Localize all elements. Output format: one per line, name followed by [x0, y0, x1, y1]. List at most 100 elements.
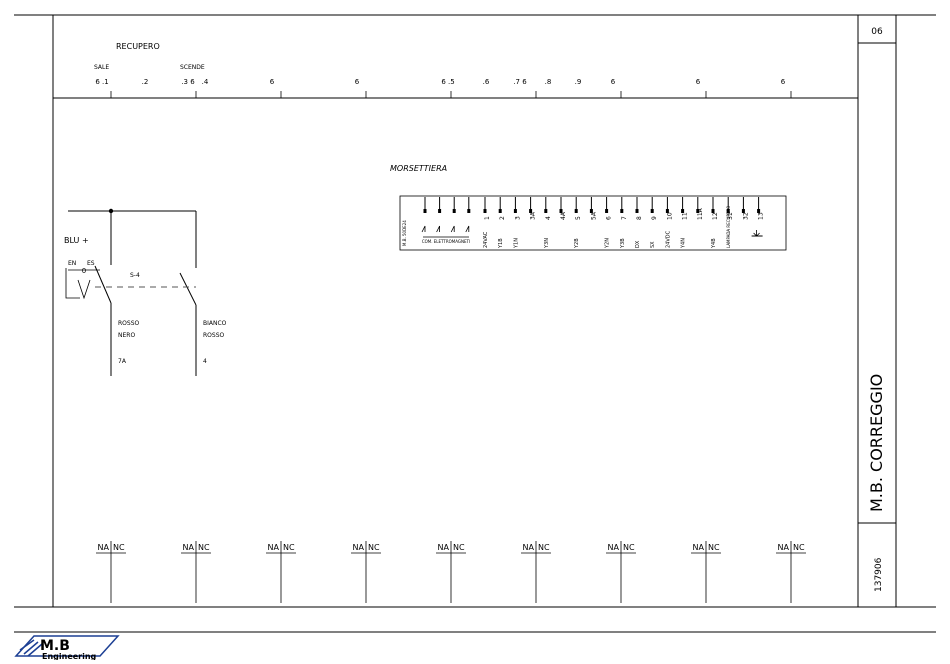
terminal-function: Y1B [498, 238, 504, 249]
recupero-label: RECUPERO [116, 42, 160, 51]
common-terminal-head [452, 209, 456, 213]
logo-brand: M.B [40, 638, 70, 654]
contact-na-label: NA [523, 543, 535, 552]
contact-nc-label: NC [113, 543, 125, 552]
supply-label: BLU + [64, 236, 89, 245]
header-column-label: .4 [202, 78, 209, 86]
contact1-color2: NERO [118, 332, 135, 339]
contact2-color2: ROSSO [203, 332, 225, 339]
common-terminal-symbol [450, 225, 455, 233]
header-column-label: .7 6 [513, 78, 527, 86]
logo-stripe-1 [19, 639, 35, 651]
terminal-block-side-label: M.B. 50DE24 [402, 220, 407, 246]
terminal-head [574, 209, 578, 213]
selector-actuator [77, 279, 91, 300]
terminal-function: SX [650, 241, 656, 248]
selector-bracket [65, 268, 80, 299]
terminal-head [681, 209, 685, 213]
terminal-head [498, 209, 502, 213]
header-column-label: 6 [270, 78, 275, 86]
terminal-head [726, 209, 730, 213]
header-column-label: .3 6 [181, 78, 195, 86]
header-column-label: .9 [575, 78, 582, 86]
terminal-function: Y1N [513, 238, 519, 249]
switch-blade-1 [94, 265, 112, 304]
switch-ref: S-4 [130, 272, 140, 279]
contact1-ref: 7A [118, 358, 127, 365]
scende-label: SCENDE [180, 64, 205, 71]
contact-nc-label: NC [623, 543, 635, 552]
contact-na-label: NA [778, 543, 790, 552]
terminal-function: 24VAC [483, 231, 489, 248]
terminal-number: 12 [712, 212, 719, 220]
contact-nc-label: NC [793, 543, 805, 552]
contact-nc-label: NC [708, 543, 720, 552]
contact2-ref: 4 [203, 358, 207, 365]
terminal-function: Y3B [620, 238, 626, 249]
terminal-head [635, 209, 639, 213]
terminal-function: 24VDC [665, 230, 671, 248]
switch-blade-2 [179, 272, 197, 306]
mb-engineering-logo: M.B Engineering [14, 635, 120, 661]
contact-nc-label: NC [283, 543, 295, 552]
terminal-number: 6 [606, 216, 613, 220]
terminal-number: 1 [484, 216, 491, 220]
contact-na-label: NA [608, 543, 620, 552]
contact-na-label: NA [438, 543, 450, 552]
header-column-label: 6 [355, 78, 360, 86]
terminal-number: 13 [758, 212, 765, 220]
terminal-head [650, 209, 654, 213]
selector-zero-label: 0 [82, 267, 86, 275]
common-terminal-head [467, 209, 471, 213]
selector-right-label: ES [87, 260, 95, 267]
terminal-head [513, 209, 517, 213]
terminal-block-frame [399, 195, 787, 251]
terminal-number: 11A [697, 207, 704, 220]
terminal-head [605, 209, 609, 213]
terminal-head [620, 209, 624, 213]
terminal-number: 10 [666, 212, 673, 220]
terminal-function: Y3N [544, 238, 550, 249]
contact-na-label: NA [98, 543, 110, 552]
header-column-label: .2 [142, 78, 149, 86]
page-number: 06 [871, 27, 883, 37]
header-column-label: 6 .1 [95, 78, 108, 86]
terminal-number: 31 [727, 212, 734, 220]
header-column-label: 6 .5 [441, 78, 454, 86]
contact-na-label: NA [268, 543, 280, 552]
common-terminal-symbol [465, 225, 470, 233]
terminal-function: Y4B [711, 238, 717, 249]
terminal-head [741, 209, 745, 213]
header-column-label: 6 [696, 78, 701, 86]
terminal-number: 2 [499, 216, 506, 220]
terminal-head [483, 209, 487, 213]
terminal-head [589, 209, 593, 213]
terminal-head [711, 209, 715, 213]
customer-name: M.B. CORREGGIO [867, 374, 886, 512]
terminal-number: 5A [590, 211, 597, 220]
sale-label: SALE [94, 64, 109, 71]
terminal-number: 11 [682, 212, 689, 220]
common-label: COM. ELETTROMAGNETI [422, 239, 470, 244]
terminal-block-title: MORSETTIERA [390, 164, 447, 173]
terminal-function: Y2N [605, 238, 611, 249]
contact-nc-label: NC [538, 543, 550, 552]
earth-arrow [753, 230, 760, 237]
contact2-color1: BIANCO [203, 320, 227, 327]
logo-stripe-3 [27, 643, 43, 657]
common-terminal-head [423, 209, 427, 213]
terminal-head [544, 209, 548, 213]
terminal-head [696, 209, 700, 213]
contact1-color1: ROSSO [118, 320, 140, 327]
logo-stripe-2 [23, 641, 39, 655]
terminal-function: Y4N [681, 238, 687, 249]
logo-outline [14, 635, 120, 657]
common-terminal-head [438, 209, 442, 213]
contact-nc-label: NC [368, 543, 380, 552]
header-column-label: 6 [781, 78, 786, 86]
